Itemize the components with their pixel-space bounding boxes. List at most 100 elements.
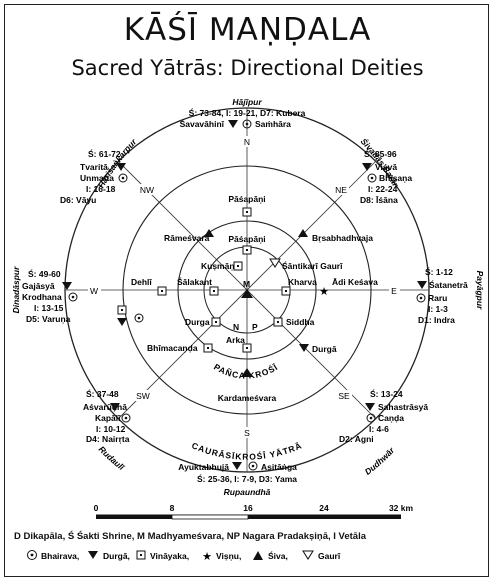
svg-text:I: 13-15: I: 13-15 (34, 303, 64, 313)
place-dudhwar: Dudhwār (363, 445, 397, 477)
svg-text:Raru: Raru (428, 293, 447, 303)
svg-text:Kharva: Kharva (288, 277, 317, 287)
svg-text:★: ★ (202, 551, 212, 563)
svg-text:Śālakant: Śālakant (177, 276, 212, 287)
svg-text:Tvaritā: Tvaritā (80, 162, 108, 172)
svg-text:8: 8 (170, 503, 175, 513)
svg-text:Krodhana: Krodhana (22, 292, 62, 302)
svg-text:Aśvarūḍhā: Aśvarūḍhā (83, 402, 127, 412)
map-subtitle: Sacred Yātrās: Directional Deities (71, 56, 424, 80)
svg-text:I: 16-18: I: 16-18 (86, 184, 116, 194)
svg-text:32 km: 32 km (389, 503, 414, 513)
svg-text:16: 16 (243, 503, 253, 513)
dir-s: S (244, 428, 250, 438)
svg-text:Sahastrāsyā: Sahastrāsyā (378, 402, 428, 412)
svg-text:Bhairava,: Bhairava, (41, 551, 79, 561)
svg-text:D8: Īśāna: D8: Īśāna (360, 195, 398, 205)
place-hajipur: Hājīpur (232, 97, 262, 107)
svg-text:Ś: 37-48: Ś: 37-48 (86, 388, 119, 399)
deities-northeast: Ś: 85-96 Viśvā Bhīṣaṇa I: 22-24 D8: Īśān… (360, 148, 412, 205)
svg-text:Arka: Arka (226, 335, 245, 345)
place-rudauli: Rudaulī (97, 444, 128, 473)
dir-nw: NW (140, 185, 154, 195)
svg-text:Pāśapāṇi: Pāśapāṇi (228, 234, 265, 244)
svg-text:Vināyaka,: Vināyaka, (150, 551, 189, 561)
dir-e: E (391, 286, 397, 296)
svg-text:Viśvā: Viśvā (375, 162, 397, 172)
svg-text:Caṇḍa: Caṇḍa (378, 413, 404, 423)
svg-text:Śatanetrā: Śatanetrā (429, 279, 468, 290)
direction-labels: N NE E SE S SW W NW (88, 136, 400, 438)
map-title: KĀŚĪ MAṆḌALA (123, 12, 372, 48)
durga-symbol (228, 120, 238, 128)
deities-south: Ayuktabhujā Asitāṅga Ś: 25-36, I: 7-9, D… (178, 461, 297, 484)
deities-north: Ś: 73-84, I: 19-21, D7: Kubera Śavavāhin… (180, 107, 306, 129)
dir-se: SE (338, 391, 350, 401)
bhairava-symbol (245, 122, 249, 126)
svg-text:Ādi Keśava: Ādi Keśava (332, 277, 378, 287)
svg-text:0: 0 (94, 503, 99, 513)
svg-text:Ayuktabhujā: Ayuktabhujā (178, 462, 229, 472)
svg-text:Dehlī: Dehlī (131, 277, 152, 287)
svg-text:Saṁhāra: Saṁhāra (255, 119, 291, 129)
svg-text:Bhīṣaṇa: Bhīṣaṇa (379, 173, 412, 183)
svg-text:Kardameśvara: Kardameśvara (218, 393, 277, 403)
deities-southeast: Ś: 13-24 Sahastrāsyā Caṇḍa I: 4-6 D2: Ag… (339, 388, 428, 444)
svg-text:Śiva,: Śiva, (268, 550, 288, 561)
svg-text:Durgā,: Durgā, (103, 551, 130, 561)
svg-text:D6: Vāyu: D6: Vāyu (60, 195, 96, 205)
svg-text:Bhīmacaṇḍa: Bhīmacaṇḍa (147, 343, 198, 353)
svg-text:Ś: 49-60: Ś: 49-60 (28, 268, 61, 279)
svg-text:24: 24 (319, 503, 329, 513)
dir-w: W (90, 286, 98, 296)
svg-text:D2: Agni: D2: Agni (339, 434, 374, 444)
svg-text:Durgā: Durgā (312, 344, 337, 354)
place-dinadaspur: Dinadāspur (11, 266, 21, 313)
svg-text:Ś: 1-12: Ś: 1-12 (425, 266, 453, 277)
legend-line-1: D Dikapāla, Ś Śakti Shrine, M Madhyameśv… (14, 531, 367, 542)
madhyameshvara-label: M (243, 279, 250, 289)
svg-text:I: 1-3: I: 1-3 (428, 304, 448, 314)
svg-text:Ś: 73-84, I: 19-21, D7: Kubera: Ś: 73-84, I: 19-21, D7: Kubera (189, 107, 306, 118)
svg-text:I: 22-24: I: 22-24 (368, 184, 398, 194)
svg-text:Rāmeśvara: Rāmeśvara (164, 233, 210, 243)
svg-text:Gajāsyā: Gajāsyā (22, 281, 55, 291)
svg-text:Durga: Durga (185, 317, 210, 327)
svg-text:D5: Varuṇa: D5: Varuṇa (26, 314, 71, 324)
svg-text:Śāntikarī Gaurī: Śāntikarī Gaurī (282, 260, 343, 271)
svg-text:Kuṣmāṇḍ: Kuṣmāṇḍ (201, 261, 240, 271)
place-payagpur: Payāgpur (475, 271, 485, 310)
deities-east: Ś: 1-12 Śatanetrā Raru I: 1-3 D1: Indra (416, 266, 468, 325)
dir-sw: SW (136, 391, 150, 401)
svg-text:I: 10-12: I: 10-12 (96, 424, 126, 434)
place-rupaundha: Rupaundhā (224, 487, 271, 497)
svg-text:N: N (233, 322, 239, 332)
svg-text:I: 4-6: I: 4-6 (369, 424, 389, 434)
svg-text:Unmatta: Unmatta (80, 173, 114, 183)
svg-text:Ś: 85-96: Ś: 85-96 (364, 148, 397, 159)
visnu-symbol: ★ (319, 286, 329, 298)
svg-text:Asitāṅga: Asitāṅga (261, 462, 297, 472)
svg-text:D1: Indra: D1: Indra (418, 315, 455, 325)
svg-text:Ś: 13-24: Ś: 13-24 (370, 388, 403, 399)
svg-text:Kapālī: Kapālī (95, 413, 121, 423)
svg-text:D4: Nairṛta: D4: Nairṛta (86, 434, 130, 444)
west-symbol-cluster (117, 305, 144, 326)
inner-deities: Pāśapāṇi Pāśapāṇi Rāmeśvara Bṛsabhadhvaj… (131, 194, 378, 403)
scale-bar: 0 8 16 24 32 km (94, 503, 414, 520)
deities-southwest: Ś: 37-48 Aśvarūḍhā Kapālī I: 10-12 D4: N… (83, 388, 131, 444)
svg-text:Śavavāhinī: Śavavāhinī (180, 118, 225, 129)
svg-text:Siddha: Siddha (286, 317, 315, 327)
svg-text:P: P (252, 322, 258, 332)
dir-ne: NE (335, 185, 347, 195)
svg-text:Bṛsabhadhvaja: Bṛsabhadhvaja (312, 233, 373, 243)
dir-n: N (244, 137, 250, 147)
deities-west: Ś: 49-60 Gajāsyā Krodhana I: 13-15 D5: V… (22, 268, 78, 324)
svg-text:Pāśapāṇi: Pāśapāṇi (228, 194, 265, 204)
legend-symbols: Bhairava, Durgā, Vināyaka, ★ Viṣṇu, Śiva… (27, 550, 341, 563)
deities-northwest: Ś: 61-72 Tvaritā Unmatta I: 16-18 D6: Vā… (60, 148, 128, 205)
svg-text:Ś: 61-72: Ś: 61-72 (88, 148, 121, 159)
map-frame (4, 4, 489, 577)
svg-text:Ś: 25-36, I: 7-9, D3: Yama: Ś: 25-36, I: 7-9, D3: Yama (197, 473, 297, 484)
